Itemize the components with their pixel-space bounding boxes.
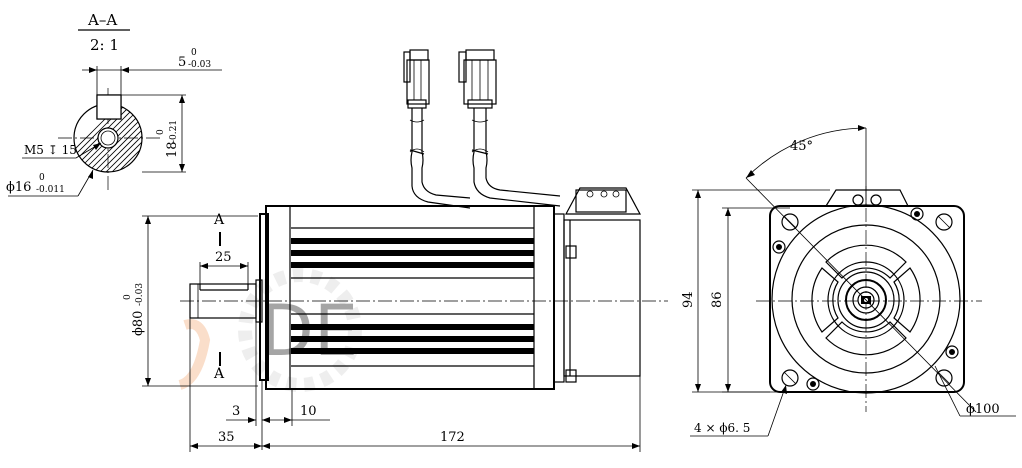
shaft-total-dim: 35: [218, 430, 235, 445]
pcd-dim: ϕ100: [966, 402, 1000, 417]
svg-text:-0.03: -0.03: [188, 60, 211, 70]
key-width-dim: 5: [178, 55, 186, 70]
front-dimensions: 45° 94 86 ϕ100 4 × ϕ6. 5: [681, 125, 1016, 437]
section-scale: 2: 1: [90, 36, 119, 54]
body-len-dim: 172: [440, 430, 465, 445]
encoder-connector: [458, 49, 497, 109]
svg-text:0: 0: [123, 294, 133, 300]
hole-spacing-dim: 86: [710, 291, 725, 308]
mounting-holes: [781, 213, 953, 387]
flange-size-dim: 94: [681, 291, 696, 308]
flange-thk-dim: 10: [300, 404, 317, 419]
shaft-len-dim: 25: [215, 250, 232, 265]
svg-text:A: A: [213, 212, 225, 228]
svg-text:0: 0: [39, 173, 45, 183]
side-dimensions: 25 ϕ80 0 -0.03 3 10 35 172: [123, 215, 641, 452]
svg-text:0: 0: [191, 48, 197, 58]
power-cable: [409, 108, 471, 209]
thread-callout: M5 ↧ 15: [24, 143, 77, 157]
svg-text:-0.011: -0.011: [36, 185, 65, 195]
cooling-fins: [291, 227, 534, 367]
shaft-dia-dim: ϕ16: [6, 180, 31, 195]
power-connector: [403, 49, 430, 109]
svg-text:A: A: [213, 366, 225, 382]
key-depth-dim: 18: [165, 141, 180, 158]
svg-text:-0.03: -0.03: [135, 283, 145, 306]
section-title: A–A: [87, 11, 117, 29]
pilot-len-dim: 3: [232, 404, 240, 419]
svg-text:DE: DE: [260, 290, 358, 372]
angle-dim: 45°: [790, 139, 813, 154]
encoder-cable: [471, 108, 561, 207]
holes-dim: 4 × ϕ6. 5: [694, 421, 750, 435]
motor-side-view: [180, 187, 668, 390]
motor-front-view: [745, 177, 982, 413]
svg-text:-0.21: -0.21: [169, 120, 179, 143]
section-marker: A A: [213, 212, 225, 382]
section-view: A–A 2: 1: [6, 11, 222, 197]
svg-text:0: 0: [156, 129, 166, 135]
pilot-dia-dim: ϕ80: [131, 311, 146, 336]
